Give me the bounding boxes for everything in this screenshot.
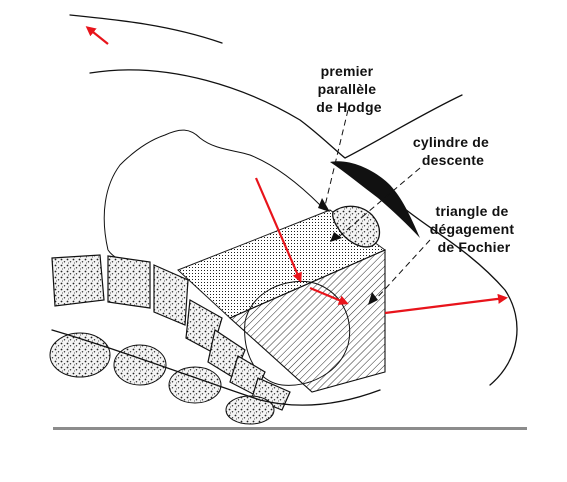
leader-arrowhead	[318, 198, 330, 212]
arrow-head-direction	[85, 26, 109, 45]
coccyx	[251, 377, 291, 411]
tissue-blob	[49, 332, 111, 378]
triangle-label-line: de Fochier	[438, 239, 511, 255]
vertebra	[107, 255, 151, 309]
leader-arrowhead	[330, 232, 342, 242]
abdomen-contour	[89, 69, 463, 159]
tissue-blob	[225, 395, 275, 425]
cylinder-leader	[334, 167, 421, 241]
arrow-expulsion	[384, 293, 508, 315]
tissue-blob	[168, 366, 222, 404]
arrow-rotation	[309, 286, 349, 305]
vertebra	[153, 264, 189, 326]
arrow-descent	[254, 177, 302, 283]
hodge-label-line: premier	[321, 63, 374, 79]
triangle-label: triangle de dégagement de Fochier	[430, 203, 519, 255]
ground-line	[53, 427, 527, 430]
triangle-label-line: triangle de	[435, 203, 508, 219]
leader-arrowhead	[368, 292, 378, 305]
cylinder-label-line: cylindre de	[413, 134, 489, 150]
hodge-leader	[323, 109, 349, 211]
perineum-contour	[51, 329, 381, 406]
symphysis-pubis	[332, 205, 381, 248]
triangle-leader	[374, 239, 431, 301]
cylinder-label-line: descente	[422, 152, 484, 168]
hodge-label-line: de Hodge	[316, 99, 381, 115]
hodge-label-line: parallèle	[318, 81, 377, 97]
thigh-contour	[399, 204, 518, 386]
triangle-label-line: dégagement	[430, 221, 515, 237]
pelvic-floor	[49, 329, 381, 425]
vertebral-column	[51, 254, 291, 411]
fochier-triangle	[228, 249, 386, 393]
tissue-blob	[113, 344, 167, 386]
upper-body-contour	[69, 14, 223, 44]
pubic-hair	[330, 161, 420, 238]
hodge-label: premier parallèle de Hodge	[316, 63, 381, 115]
vertebra	[51, 254, 105, 307]
cylinder-label: cylindre de descente	[413, 134, 493, 168]
uterus-outline	[103, 129, 321, 251]
